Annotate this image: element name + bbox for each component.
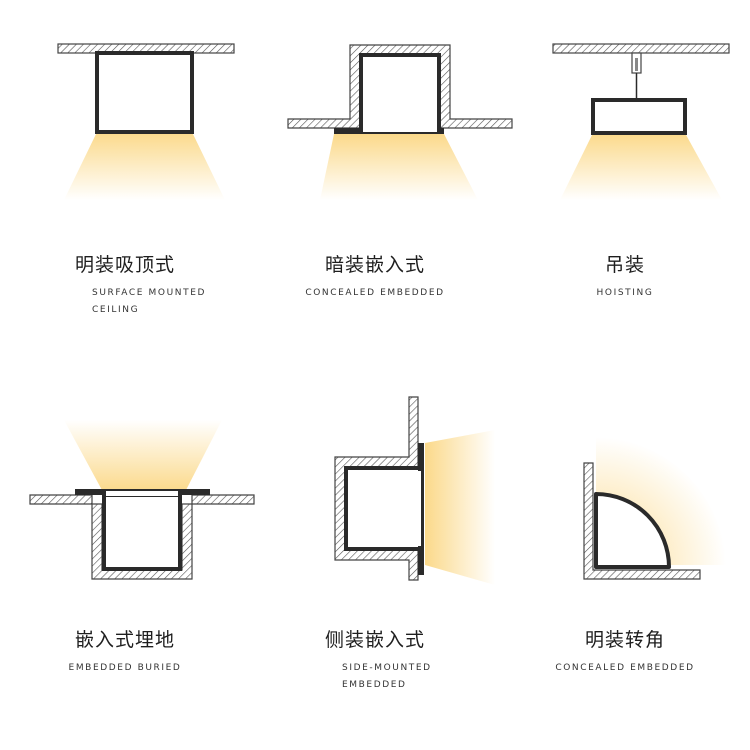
hoisting-icon xyxy=(552,43,730,200)
item-title: 明装吸顶式 xyxy=(74,254,175,276)
embedded-buried-icon xyxy=(29,420,255,580)
install-item-side-mounted: 侧装嵌入式 SIDE-MOUNTED EMBEDDED xyxy=(250,375,500,750)
install-item-concealed-embedded: 暗装嵌入式 CONCEALED EMBEDDED xyxy=(250,0,513,375)
item-subtitle: EMBEDDED BURIED xyxy=(68,663,182,673)
diffuser xyxy=(99,126,190,130)
light-beam xyxy=(64,420,222,492)
diffuser xyxy=(599,497,666,564)
item-subtitle: CONCEALED EMBEDDED xyxy=(555,663,695,673)
light-beam xyxy=(560,133,722,200)
diffuser xyxy=(363,128,437,132)
item-subtitle: SURFACE MOUNTED CEILING xyxy=(92,288,207,315)
luminaire-profile xyxy=(95,51,194,134)
install-item-embedded-buried: 嵌入式埋地 EMBEDDED BURIED xyxy=(0,375,255,750)
luminaire-profile xyxy=(102,493,182,571)
install-item-surface-mounted: 明装吸顶式 SURFACE MOUNTED CEILING xyxy=(0,0,250,375)
item-title: 吊装 xyxy=(604,254,645,276)
surface-corner-icon xyxy=(583,437,726,580)
luminaire-profile xyxy=(359,53,441,133)
light-beam xyxy=(64,132,225,200)
install-item-hoisting: 吊装 HOISTING xyxy=(500,0,750,375)
luminaire-profile xyxy=(344,466,422,551)
diffuser xyxy=(416,471,421,546)
diffuser xyxy=(106,491,178,496)
side-mounted-embedded-icon xyxy=(334,396,495,585)
item-title: 侧装嵌入式 xyxy=(324,629,425,651)
diffuser xyxy=(595,127,683,131)
item-title: 明装转角 xyxy=(584,629,665,651)
light-beam xyxy=(320,134,478,200)
surface-mounted-ceiling-icon xyxy=(57,43,235,200)
concealed-embedded-icon xyxy=(287,44,513,200)
item-title: 暗装嵌入式 xyxy=(324,254,425,276)
item-title: 嵌入式埋地 xyxy=(74,629,175,651)
install-item-surface-corner: 明装转角 CONCEALED EMBEDDED xyxy=(500,375,750,750)
item-subtitle: CONCEALED EMBEDDED xyxy=(305,288,445,298)
luminaire-profile xyxy=(594,492,671,569)
ceiling-slab xyxy=(552,43,730,54)
item-subtitle: SIDE-MOUNTED EMBEDDED xyxy=(342,663,432,690)
corner-wall xyxy=(583,462,701,580)
item-subtitle: HOISTING xyxy=(596,288,654,298)
light-beam xyxy=(425,430,495,585)
